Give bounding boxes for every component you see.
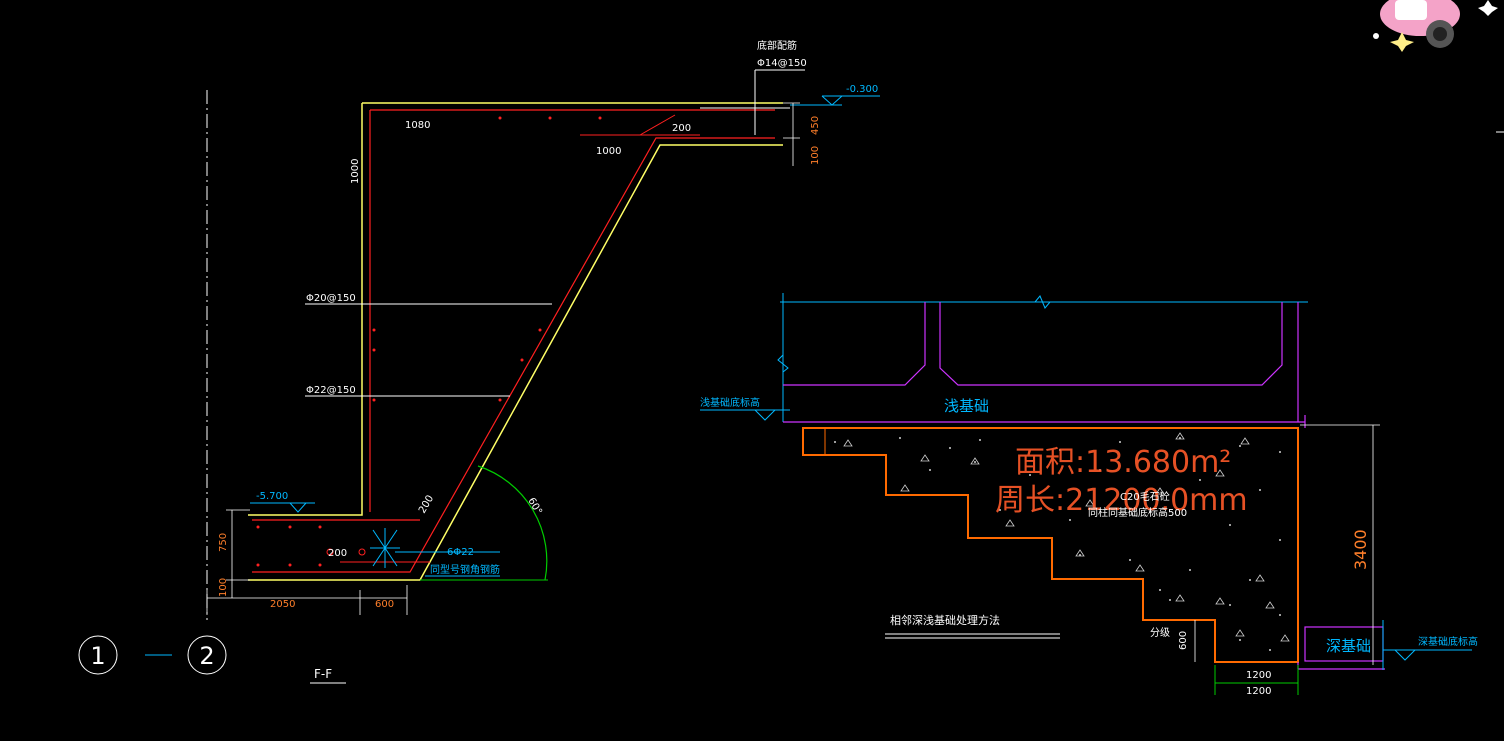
deep-elev-label: 深基础底标高 xyxy=(1418,635,1478,648)
stepped-concrete xyxy=(802,427,1299,663)
area-text: 面积:13.680m² xyxy=(1015,445,1231,480)
section-title: F-F xyxy=(314,667,332,681)
label-bottom-rebar: 底部配筋 xyxy=(757,39,797,52)
dims-right xyxy=(1194,424,1380,665)
elev-top-value: -0.300 xyxy=(846,84,878,95)
rebar-label-1: Φ20@150 xyxy=(306,293,356,304)
dim-100-right: 100 xyxy=(810,146,821,165)
dim-600-right: 600 xyxy=(1178,631,1189,650)
rebar-hook xyxy=(639,114,676,136)
dim-200-top: 200 xyxy=(672,123,691,134)
dim-2050: 2050 xyxy=(270,599,295,610)
dim-1000-horiz: 1000 xyxy=(596,146,621,157)
wall-outline-inner xyxy=(248,103,363,516)
axis-bubble-1 xyxy=(78,635,118,675)
deep-foundation-label: 深基础 xyxy=(1326,637,1371,655)
dim-1200-a: 1200 xyxy=(1246,670,1271,681)
dim-750: 750 xyxy=(218,533,229,552)
dim-200-slope: 200 xyxy=(417,493,436,515)
dim-100-left: 100 xyxy=(218,578,229,597)
caption: 相邻深浅基础处理方法 xyxy=(890,613,1000,627)
corner-marker xyxy=(370,528,400,568)
dim-3400: 3400 xyxy=(1351,529,1370,570)
shallow-elev-label: 浅基础底标高 xyxy=(700,396,760,409)
dims-green xyxy=(1214,665,1299,695)
break-mark-2 xyxy=(777,354,789,373)
concrete-hatch xyxy=(834,437,1281,651)
step-note: 分级 xyxy=(1150,627,1170,639)
elev-symbol-top xyxy=(790,95,880,106)
left-section: 底部配筋 Φ14@150 -0.300 450 100 1080 200 100… xyxy=(78,39,880,684)
shallow-beam-1 xyxy=(783,302,926,386)
concrete-note-2: 同柱同基础底标高500 xyxy=(1088,506,1187,519)
corner-sticker-icon xyxy=(1373,0,1498,52)
shallow-foundation-label: 浅基础 xyxy=(944,397,989,415)
perimeter-text: 周长:21200.0mm xyxy=(995,483,1248,518)
dim-600: 600 xyxy=(375,599,394,610)
dim-200-base: 200 xyxy=(328,548,347,559)
axis-label-1: 1 xyxy=(90,642,105,670)
dim-1000-vert: 1000 xyxy=(350,159,361,184)
angle-arc xyxy=(477,465,548,581)
right-section: 浅基础 浅基础底标高 深基础 深基础底标高 面积:13.680m² 周长:212… xyxy=(700,293,1478,697)
concrete-note-1: C20毛石砼 xyxy=(1120,490,1170,503)
dim-450: 450 xyxy=(810,116,821,135)
dim-1200-b: 1200 xyxy=(1246,686,1271,697)
break-mark xyxy=(1034,295,1051,309)
wall-outline-slope xyxy=(248,144,783,581)
label-bottom-rebar-spec: Φ14@150 xyxy=(757,58,807,69)
corner-note: 同型号钢角钢筋 xyxy=(430,563,500,576)
deep-elev-symbol xyxy=(1382,620,1472,670)
shallow-elev-symbol xyxy=(700,409,790,421)
axis-bubble-2 xyxy=(187,635,227,675)
angle-label: 60° xyxy=(525,496,543,517)
shallow-beam-2 xyxy=(939,302,1283,386)
axis-label-2: 2 xyxy=(199,642,214,670)
dim-1080: 1080 xyxy=(405,120,430,131)
rebar-label-2: Φ22@150 xyxy=(306,385,356,396)
elev-symbol-bottom xyxy=(250,502,315,513)
rebar-dots xyxy=(256,116,602,567)
concrete-triangles xyxy=(843,432,1290,642)
dims-left xyxy=(206,102,800,615)
rebar-label-3: 6Φ22 xyxy=(447,547,474,558)
rebar-slope xyxy=(252,137,775,573)
elev-bottom-value: -5.700 xyxy=(256,491,288,502)
